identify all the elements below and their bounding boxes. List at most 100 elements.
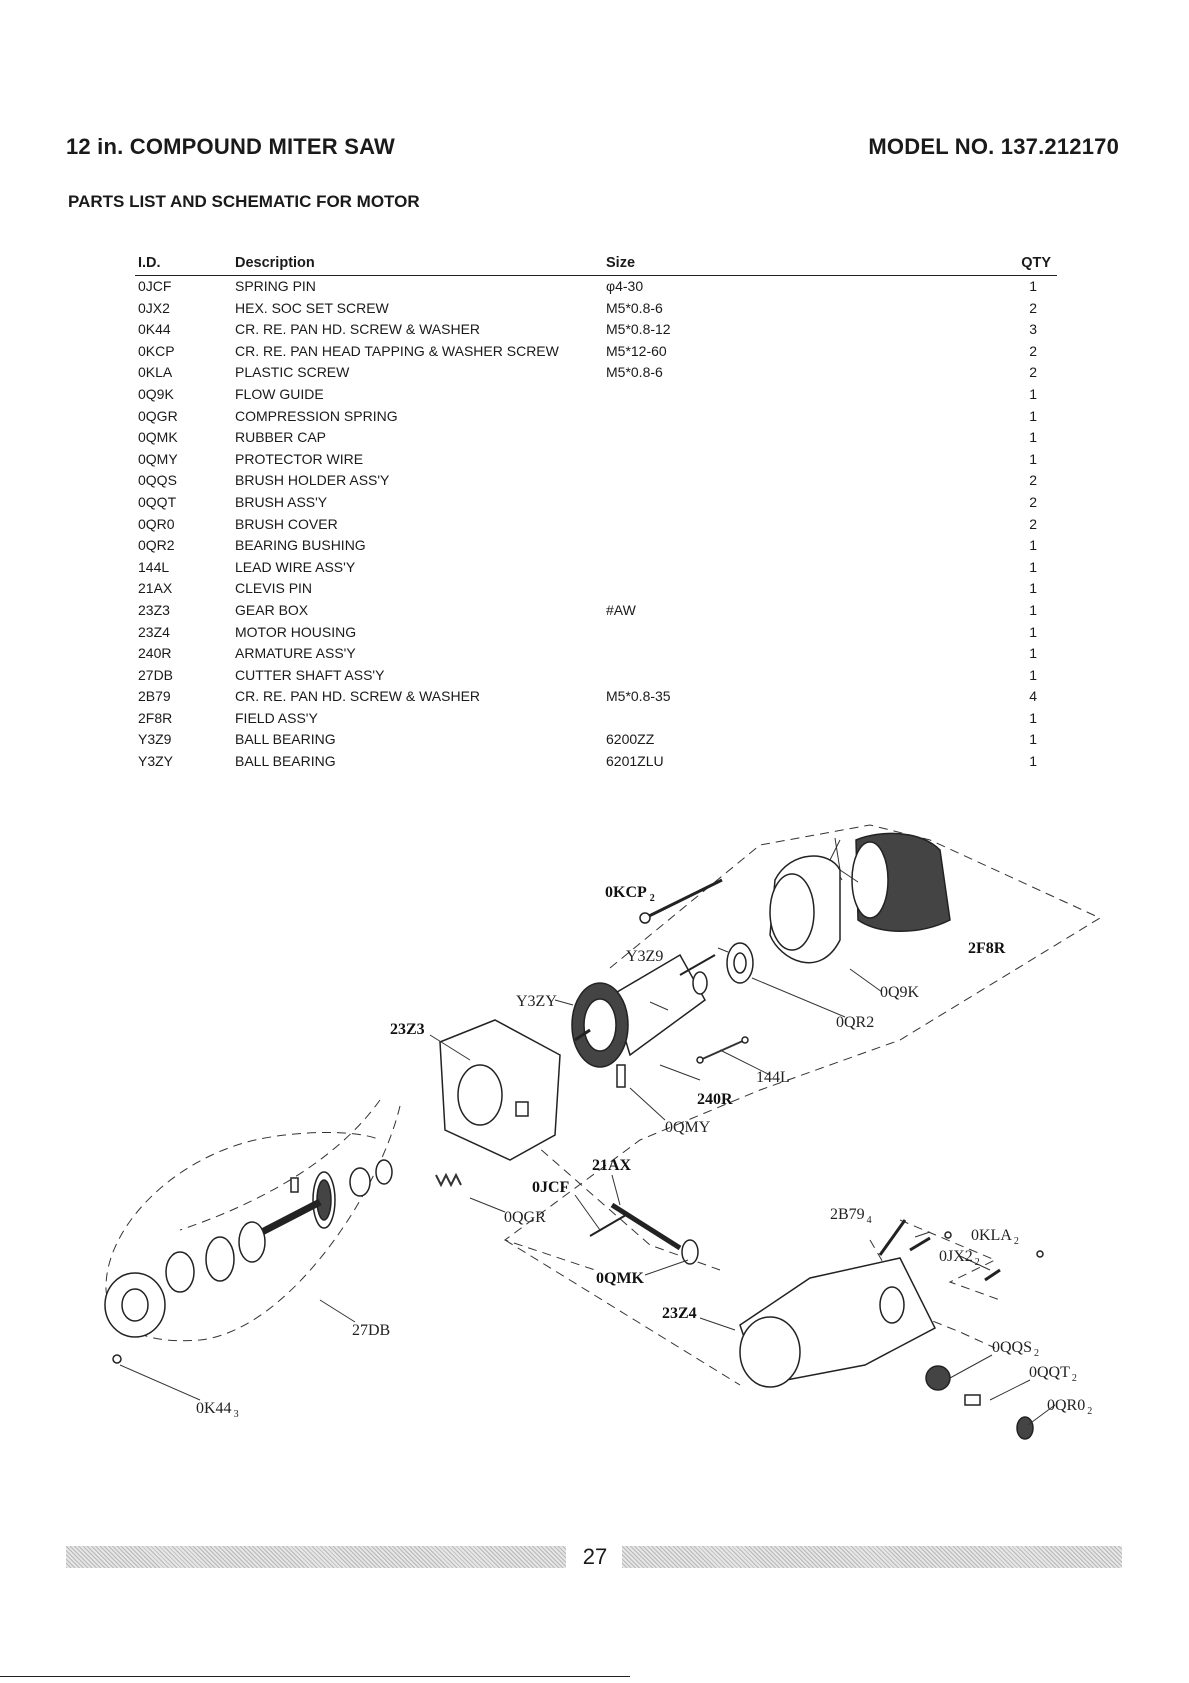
part-id: 0QR2 [138, 537, 175, 554]
part-qty: 2 [1029, 342, 1037, 359]
part-id: 27DB [138, 666, 174, 683]
part-description: RUBBER CAP [235, 429, 327, 446]
callout-27db: 27DB [352, 1322, 390, 1339]
column-header-id: I.D. [138, 255, 161, 271]
part-description: ARMATURE ASS'Y [235, 645, 356, 662]
part-id: 0K44 [138, 321, 171, 338]
part-description: GEAR BOX [235, 601, 309, 618]
lead-wire-144l [696, 1036, 749, 1064]
part-id: 2B79 [138, 688, 171, 705]
column-header-qty: QTY [1021, 255, 1051, 271]
part-description: BRUSH ASS'Y [235, 493, 328, 510]
brush-parts [925, 1365, 1034, 1440]
part-description: MOTOR HOUSING [235, 623, 357, 640]
tapping-screw-0kcp [639, 878, 723, 924]
assembly-outlines [105, 824, 1102, 1386]
part-qty: 2 [1029, 515, 1037, 532]
parts-table-header: I.D. Description Size QTY [135, 255, 1057, 276]
part-description: CR. RE. PAN HEAD TAPPING & WASHER SCREW [235, 342, 559, 359]
field-assembly-2f8r [829, 832, 951, 932]
callout-0q9k: 0Q9K [880, 984, 920, 1001]
part-id: 21AX [138, 580, 173, 597]
page-title: 12 in. COMPOUND MITER SAW [66, 134, 395, 159]
flow-guide-0q9k [769, 855, 841, 964]
part-description: PLASTIC SCREW [235, 364, 350, 381]
part-size: M5*0.8-6 [606, 299, 663, 316]
part-qty: 3 [1029, 321, 1037, 338]
part-id: 2F8R [138, 709, 173, 726]
part-id: Y3ZY [138, 753, 174, 770]
callout-2f8r: 2F8R [968, 940, 1006, 957]
part-qty: 1 [1029, 731, 1037, 748]
part-description: BALL BEARING [235, 731, 336, 748]
part-id: 23Z4 [138, 623, 170, 640]
callout-y3z9: Y3Z9 [626, 948, 663, 965]
page-number: 27 [582, 1544, 608, 1569]
part-size: 6200ZZ [606, 731, 655, 748]
part-size: φ4-30 [606, 278, 644, 294]
part-description: BRUSH COVER [235, 515, 338, 532]
part-size: #AW [606, 601, 636, 618]
part-size: 6201ZLU [606, 753, 664, 770]
part-id: 144L [138, 558, 170, 575]
ball-bearing-y3z9 [692, 971, 708, 995]
part-qty: 2 [1029, 364, 1037, 381]
part-qty: 2 [1029, 299, 1037, 316]
callout-23z4: 23Z4 [662, 1305, 697, 1322]
part-id: 23Z3 [138, 601, 170, 618]
part-qty: 1 [1029, 429, 1037, 446]
part-description: CR. RE. PAN HD. SCREW & WASHER [235, 688, 481, 705]
part-id: 0KLA [138, 364, 173, 381]
part-qty: 1 [1029, 601, 1037, 618]
callout-23z3: 23Z3 [390, 1021, 425, 1038]
part-description: LEAD WIRE ASS'Y [235, 558, 356, 575]
part-id: 0QGR [138, 407, 178, 424]
part-qty: 1 [1029, 645, 1037, 662]
clevis-pin-21ax [610, 1202, 699, 1265]
part-description: FLOW GUIDE [235, 385, 324, 402]
part-qty: 2 [1029, 472, 1037, 489]
part-id: 0JX2 [138, 299, 170, 316]
part-description: BEARING BUSHING [235, 537, 366, 554]
gear-box-23z3 [439, 1019, 561, 1161]
part-id: Y3Z9 [138, 731, 172, 748]
callout-240r: 240R [697, 1091, 733, 1108]
callout-y3zy: Y3ZY [516, 993, 557, 1010]
callout-144l: 144L [756, 1069, 790, 1086]
part-id: 0QQT [138, 493, 177, 510]
part-qty: 1 [1029, 709, 1037, 726]
part-description: BRUSH HOLDER ASS'Y [235, 472, 390, 489]
part-qty: 1 [1029, 537, 1037, 554]
table-row: Y3Z9 BALL BEARING 6200ZZ 1 [135, 729, 1057, 751]
part-description: COMPRESSION SPRING [235, 407, 398, 424]
part-qty: 4 [1029, 688, 1037, 705]
part-qty: 1 [1029, 385, 1037, 402]
callout-0jcf: 0JCF [532, 1179, 570, 1196]
part-id: 0JCF [138, 278, 172, 294]
part-description: BALL BEARING [235, 753, 336, 770]
part-qty: 1 [1029, 623, 1037, 640]
callout-21ax: 21AX [592, 1157, 632, 1174]
compression-spring-0qgr [435, 1172, 462, 1188]
part-id: 0QQS [138, 472, 177, 489]
callout-0qmy: 0QMY [665, 1119, 711, 1136]
part-description: CUTTER SHAFT ASS'Y [235, 666, 385, 683]
